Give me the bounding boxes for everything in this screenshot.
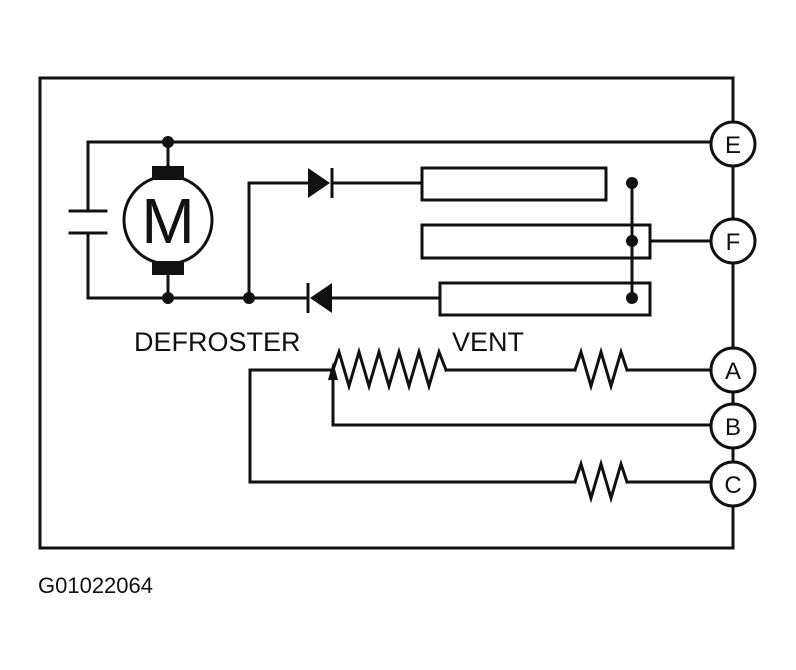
terminal-e-circle <box>709 120 757 168</box>
motor-brush-bottom <box>152 261 184 275</box>
terminal-f-label: F <box>726 229 741 256</box>
terminal-e-label: E <box>725 132 741 159</box>
wire-diode-loop <box>247 181 310 300</box>
figure-code: G01022064 <box>38 573 153 598</box>
junction-dot <box>626 292 638 304</box>
wiper-arrow <box>328 362 338 380</box>
resistor-vent <box>331 346 448 392</box>
terminal-a-circle <box>709 346 757 394</box>
junction-dot <box>162 136 174 148</box>
junction-dot <box>626 177 638 189</box>
terminal-a-label: A <box>725 358 741 385</box>
terminal-b-circle <box>709 402 757 450</box>
terminal-f-circle <box>709 217 757 265</box>
wire-b-tap <box>331 370 714 427</box>
vent-label: VENT <box>452 327 524 357</box>
wire-c-loop <box>248 368 577 484</box>
capacitor-plates <box>68 209 108 235</box>
resistor-c <box>573 458 629 504</box>
terminal-b-label: B <box>725 414 741 441</box>
motor-brush-top <box>152 166 184 180</box>
contact-strip-bottom <box>438 281 652 317</box>
terminal-c-label: C <box>724 472 741 499</box>
junction-dot <box>243 292 255 304</box>
defroster-label: DEFROSTER <box>134 327 301 357</box>
contact-strip-top <box>420 166 608 202</box>
terminal-c-circle <box>709 460 757 508</box>
housing-outline <box>38 76 735 550</box>
diode-lower <box>310 283 332 313</box>
junction-dot <box>162 292 174 304</box>
contact-strip-middle <box>420 223 652 260</box>
diode-upper <box>308 168 330 198</box>
junction-dot <box>626 235 638 247</box>
resistor-a <box>573 346 629 392</box>
motor-label: M <box>141 185 194 257</box>
